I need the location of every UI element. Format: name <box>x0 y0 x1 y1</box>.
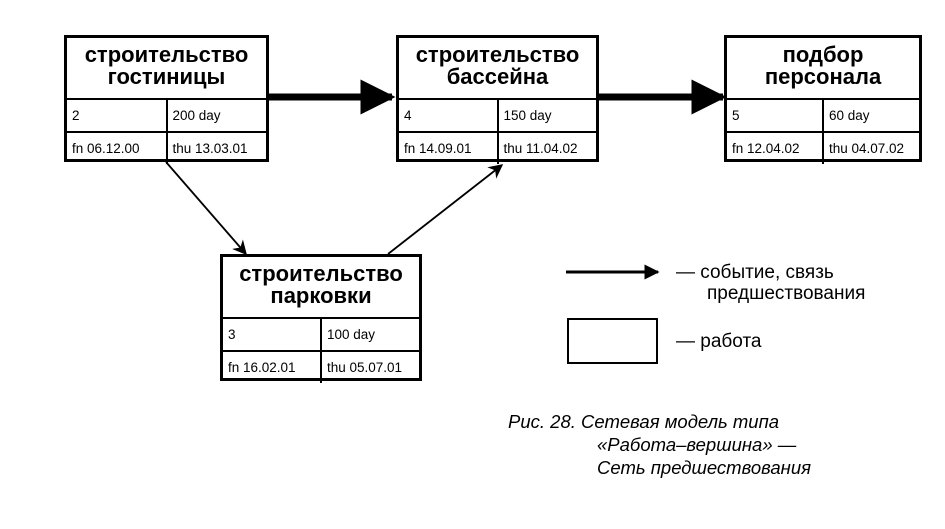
task-row: fn 06.12.00 thu 13.03.01 <box>67 131 266 164</box>
task-number: 3 <box>228 327 236 342</box>
task-number: 2 <box>72 108 80 123</box>
task-row: fn 14.09.01 thu 11.04.02 <box>399 131 596 164</box>
task-title-line: подбор <box>782 42 864 67</box>
task-title: подбор персонала <box>727 38 919 98</box>
task-title-line: парковки <box>270 283 372 308</box>
task-row: 4 150 day <box>399 98 596 131</box>
task-number: 4 <box>404 108 412 123</box>
task-title-line: персонала <box>764 64 882 89</box>
link-parking-to-pool <box>387 164 504 255</box>
task-start-date: fn 12.04.02 <box>732 141 800 156</box>
caption-line: «Работа–вершина» — <box>597 434 797 455</box>
legend-box-label: — работа <box>676 331 762 352</box>
task-start-date: fn 14.09.01 <box>404 141 472 156</box>
caption-line: Сеть предшествования <box>597 457 812 478</box>
task-number: 5 <box>732 108 740 123</box>
task-duration: 100 day <box>320 319 419 350</box>
task-finish-date: thu 13.03.01 <box>165 133 267 164</box>
legend-arrow-label-line: — событие, связь <box>676 262 834 283</box>
task-title-line: бассейна <box>446 64 549 89</box>
task-finish-date: thu 11.04.02 <box>496 133 597 164</box>
legend-arrow-label: — событие, связь предшествования <box>676 262 865 304</box>
task-title: строительство гостиницы <box>67 38 266 98</box>
task-finish-date: thu 04.07.02 <box>822 133 919 164</box>
task-title-line: гостиницы <box>107 64 226 89</box>
task-title-line: строительство <box>239 261 403 286</box>
figure-caption: Рис. 28. Сетевая модель типа «Работа–вер… <box>508 410 811 479</box>
task-title: строительство парковки <box>223 257 419 317</box>
task-row: fn 16.02.01 thu 05.07.01 <box>223 350 419 383</box>
task-title-line: строительство <box>415 42 580 67</box>
task-row: 3 100 day <box>223 317 419 350</box>
task-duration: 200 day <box>165 100 267 131</box>
task-finish-date: thu 05.07.01 <box>320 352 419 383</box>
task-row: 2 200 day <box>67 98 266 131</box>
task-node-pool: строительство бассейна 4 150 day fn 14.0… <box>396 35 599 164</box>
task-start-date: fn 16.02.01 <box>228 360 296 375</box>
task-duration: 60 day <box>822 100 919 131</box>
legend-arrow-label-line: предшествования <box>707 283 866 304</box>
task-title-line: строительство <box>84 42 249 67</box>
task-node-hotel: строительство гостиницы 2 200 day fn 06.… <box>64 35 269 164</box>
task-row: fn 12.04.02 thu 04.07.02 <box>727 131 919 164</box>
task-title: строительство бассейна <box>399 38 596 98</box>
legend-task-box <box>567 318 658 364</box>
task-node-staff: подбор персонала 5 60 day fn 12.04.02 th… <box>724 35 922 164</box>
link-hotel-to-parking <box>165 161 247 256</box>
task-row: 5 60 day <box>727 98 919 131</box>
task-start-date: fn 06.12.00 <box>72 141 140 156</box>
task-node-parking: строительство парковки 3 100 day fn 16.0… <box>220 254 422 383</box>
caption-line: Рис. 28. Сетевая модель типа <box>508 411 780 432</box>
task-duration: 150 day <box>496 100 597 131</box>
